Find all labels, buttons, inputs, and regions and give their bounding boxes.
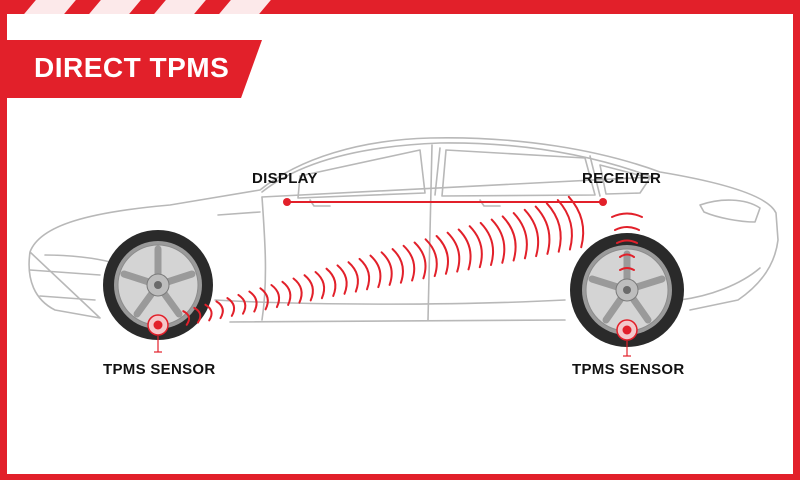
signal-arc	[391, 248, 404, 284]
title-banner	[0, 40, 262, 98]
car-body-outline	[28, 137, 779, 323]
signal-arc	[512, 212, 528, 260]
signal-arc	[204, 303, 213, 322]
signal-arc	[501, 215, 517, 262]
signal-arc	[215, 300, 224, 320]
page-title: DIRECT TPMS	[34, 52, 230, 83]
signal-arc	[479, 221, 495, 266]
signal-arc	[336, 264, 348, 295]
left-frame-bar	[0, 0, 7, 480]
signal-arc	[446, 231, 461, 273]
signal-arc	[226, 297, 236, 317]
signal-arc	[259, 287, 269, 311]
rear-signal-arcs	[611, 212, 643, 271]
signal-arc	[556, 199, 573, 251]
signal-arc	[292, 277, 303, 304]
signal-arc	[534, 205, 551, 255]
signal-arc	[413, 241, 427, 280]
signal-arc	[468, 225, 483, 269]
rear-sensor-label: TPMS SENSOR	[572, 361, 685, 378]
rear-wheel-graphic	[570, 233, 684, 347]
signal-arc	[567, 195, 585, 249]
signal-arc	[347, 261, 359, 293]
signal-arc	[457, 228, 472, 271]
display-label: DISPLAY	[252, 170, 318, 187]
signal-arc	[182, 310, 191, 326]
signal-arc	[281, 280, 292, 306]
display-marker-dot	[283, 198, 291, 206]
receiver-label: RECEIVER	[582, 170, 662, 187]
display-receiver-link	[283, 198, 607, 206]
front-sensor-label: TPMS SENSOR	[103, 361, 216, 378]
signal-arc	[369, 254, 382, 289]
signal-arc	[303, 274, 314, 302]
receiver-marker-dot	[599, 198, 607, 206]
signal-arc	[325, 267, 337, 297]
signal-arc	[435, 235, 449, 275]
signal-arc	[523, 208, 540, 258]
signal-arc	[545, 202, 562, 253]
signal-arc	[358, 257, 371, 291]
signal-arc	[193, 306, 202, 324]
signal-arc	[270, 284, 281, 309]
signal-wave-arcs	[182, 195, 585, 326]
top-frame-bar	[0, 0, 800, 14]
signal-arc	[424, 238, 438, 278]
signal-arc	[248, 290, 258, 313]
signal-arc	[490, 218, 506, 264]
signal-arc	[402, 244, 416, 282]
signal-arc	[237, 293, 247, 315]
rear-tpms-sensor-icon	[616, 319, 638, 357]
signal-arc	[314, 271, 326, 300]
right-frame-bar	[793, 0, 800, 480]
bottom-frame-bar	[0, 474, 800, 480]
front-tpms-sensor-icon	[147, 314, 169, 353]
signal-arc	[380, 251, 393, 286]
